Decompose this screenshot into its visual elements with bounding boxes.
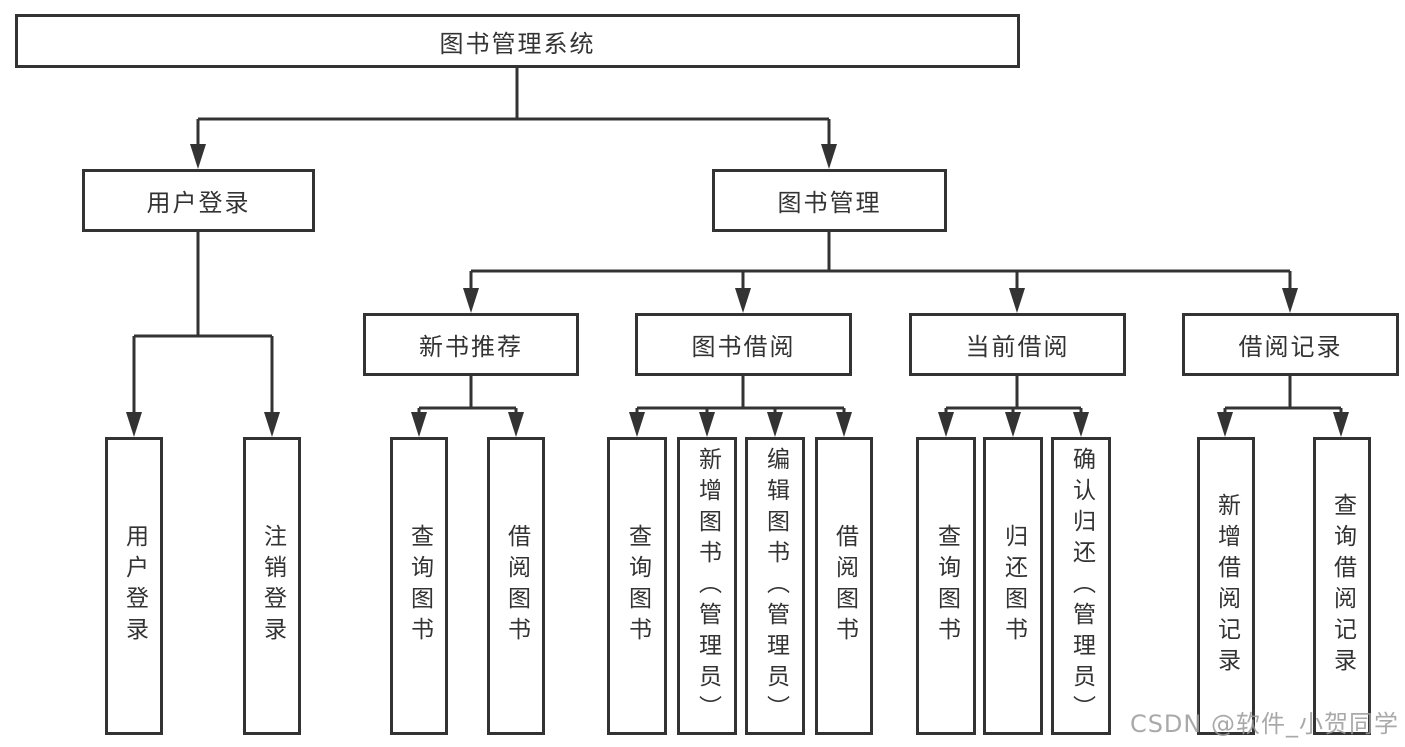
leaf-query-books-current: 查询图书: [916, 437, 976, 735]
csdn-watermark: CSDN @软件_小贺同学: [1129, 710, 1399, 738]
node-borrow-records: 借阅记录: [1182, 313, 1399, 376]
leaf-query-books-borrow: 查询图书: [607, 437, 667, 735]
tree-edges: [132, 68, 1343, 416]
leaf-edit-book-admin: 编辑图书（管理员）: [745, 437, 805, 735]
leaf-query-borrow-record: 查询借阅记录: [1313, 437, 1371, 735]
node-library-system: 图书管理系统: [15, 14, 1020, 68]
node-book-borrow: 图书借阅: [635, 313, 852, 376]
leaf-logout-login: 注销登录: [243, 437, 301, 735]
leaf-add-borrow-record: 新增借阅记录: [1197, 437, 1255, 735]
leaf-add-book-admin: 新增图书（管理员）: [677, 437, 737, 735]
leaf-confirm-return-admin: 确认归还（管理员）: [1051, 437, 1111, 735]
node-user-login-branch: 用户登录: [82, 169, 315, 232]
leaf-borrow-books-recommend: 借阅图书: [487, 437, 545, 735]
arrowheads: [126, 144, 1349, 437]
leaf-borrow-books-borrow: 借阅图书: [815, 437, 873, 735]
leaf-query-books-recommend: 查询图书: [390, 437, 448, 735]
node-current-borrow: 当前借阅: [909, 313, 1126, 376]
node-new-book-recommend: 新书推荐: [363, 313, 579, 376]
leaf-user-login: 用户登录: [105, 437, 163, 735]
leaf-return-book: 归还图书: [983, 437, 1043, 735]
node-book-management: 图书管理: [712, 169, 947, 232]
